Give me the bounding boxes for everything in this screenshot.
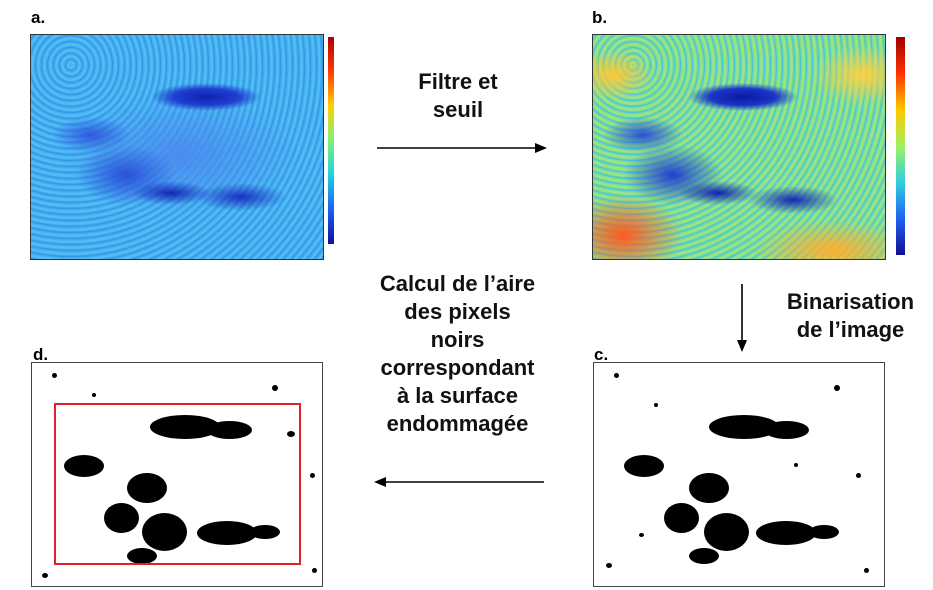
damage-blob <box>92 393 96 397</box>
damage-blob <box>272 385 278 391</box>
color-scale-a <box>328 37 334 244</box>
damage-blob <box>654 403 658 407</box>
damage-blob <box>639 533 644 537</box>
step-area-line1: Calcul de l’aire <box>379 271 536 296</box>
damage-blob <box>287 431 295 437</box>
damage-blob <box>864 568 869 573</box>
step-filter-line1: Filtre et <box>418 69 498 94</box>
damage-blob <box>664 503 699 533</box>
step-area-line5: à la surface <box>396 383 519 408</box>
damage-blob <box>764 421 809 439</box>
damage-blob <box>250 525 280 539</box>
damage-blob <box>689 548 719 564</box>
arrow-down <box>737 284 747 352</box>
damage-blob <box>614 373 619 378</box>
arrow-right <box>377 143 547 153</box>
damage-blob <box>127 473 167 503</box>
binary-image <box>593 362 885 587</box>
damage-blob <box>42 573 48 578</box>
height-map-original <box>30 34 324 260</box>
step-area-line6: endommagée <box>386 411 529 436</box>
step-binarize-label: Binarisation de l’image <box>768 288 933 344</box>
damage-blob <box>310 473 315 478</box>
height-map-filtered <box>592 34 886 260</box>
damage-blob <box>64 455 104 477</box>
damage-blob <box>794 463 798 467</box>
step-filter-label: Filtre et seuil <box>388 68 528 124</box>
damage-blob <box>127 548 157 564</box>
damage-blob <box>704 513 749 551</box>
damage-blob <box>142 513 187 551</box>
color-scale-b <box>896 37 905 255</box>
damage-blob <box>197 521 257 545</box>
step-area-line4: correspondant <box>380 355 535 380</box>
panel-label-c: c. <box>594 345 609 364</box>
damage-blob <box>207 421 252 439</box>
panel-label-a: a. <box>31 8 46 27</box>
step-binarize-line2: de l’image <box>796 317 905 342</box>
damage-blob <box>312 568 317 573</box>
step-area-label: Calcul de l’aire des pixels noirs corres… <box>355 270 560 438</box>
arrow-left <box>374 477 544 487</box>
damage-blob <box>606 563 612 568</box>
step-area-line2: des pixels <box>404 299 511 324</box>
panel-label-b: b. <box>592 8 608 27</box>
step-area-line3: noirs <box>430 327 485 352</box>
damage-blob <box>856 473 861 478</box>
panel-label-d: d. <box>33 345 49 364</box>
binary-image-roi <box>31 362 323 587</box>
damage-blob <box>624 455 664 477</box>
damage-blob <box>52 373 57 378</box>
roi-box <box>54 403 301 565</box>
damage-blob <box>809 525 839 539</box>
damage-blob <box>104 503 139 533</box>
damage-blob <box>756 521 816 545</box>
damage-blob <box>834 385 840 391</box>
damage-blob <box>689 473 729 503</box>
step-filter-line2: seuil <box>432 97 484 122</box>
step-binarize-line1: Binarisation <box>786 289 915 314</box>
